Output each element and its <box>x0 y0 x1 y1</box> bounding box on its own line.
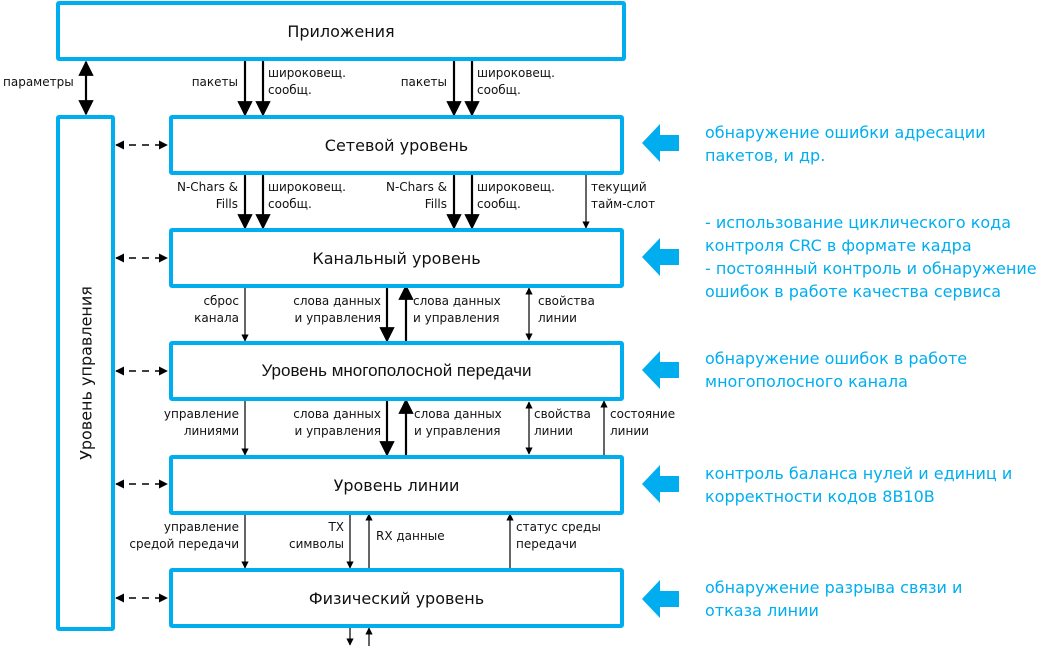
ln-rx-label: RX данные <box>376 529 445 543</box>
channel-label: Канальный уровень <box>312 248 481 268</box>
multilane-note: обнаружение ошибок в работе многополосно… <box>705 349 968 391</box>
net-nchars-label-2: N-Chars & Fills <box>385 180 447 211</box>
arrow-left-icon <box>642 124 679 162</box>
physical-label: Физический уровень <box>308 588 485 608</box>
arrow-left-icon <box>642 351 679 389</box>
ch-words-down-label: слова данных и управления <box>293 294 381 325</box>
multilane-box: Уровень многополосной передачи <box>169 341 624 401</box>
channel-box: Канальный уровень <box>169 228 624 288</box>
net-timeslot-label: текущий тайм-слот <box>591 180 656 211</box>
applications-label: Приложения <box>287 21 395 41</box>
applications-box: Приложения <box>56 1 626 61</box>
physical-box: Физический уровень <box>169 568 624 628</box>
physical-note: обнаружение разрыва связи и отказа линии <box>705 578 963 620</box>
network-box: Сетевой уровень <box>169 115 624 175</box>
app-broadcast-label-1: широковещ. сообщ. <box>268 66 346 97</box>
net-nchars-label-1: N-Chars & Fills <box>176 180 238 211</box>
multilane-label: Уровень многополосной передачи <box>261 361 532 380</box>
line-box: Уровень линии <box>169 455 624 515</box>
network-note: обнаружение ошибки адресации пакетов, и … <box>705 123 986 165</box>
channel-note: - использование циклического кода контро… <box>705 213 1037 301</box>
ln-tx-label: TX символы <box>288 520 344 551</box>
app-broadcast-label-2: широковещ. сообщ. <box>477 66 555 97</box>
ml-props-label: свойства линии <box>534 407 591 438</box>
net-broadcast-label-2: широковещ. сообщ. <box>477 180 555 211</box>
arrow-left-icon <box>642 580 679 618</box>
ml-state-label: состояние линии <box>610 407 676 438</box>
line-label: Уровень линии <box>333 475 460 495</box>
arrow-left-icon <box>642 238 679 276</box>
parameters-label: параметры <box>3 75 74 89</box>
arrow-left-icon <box>642 465 679 503</box>
ml-lane-ctrl-label: управление линиями <box>163 407 239 438</box>
ml-words-down-label: слова данных и управления <box>293 407 381 438</box>
management-box: Уровень управления <box>56 115 115 631</box>
ch-words-up-label: слова данных и управления <box>413 294 501 325</box>
ch-props-label: свойства линии <box>538 294 595 325</box>
app-packets-label-2: пакеты <box>400 75 447 89</box>
line-note: контроль баланса нулей и единиц и коррек… <box>705 464 1013 506</box>
net-broadcast-label-1: широковещ. сообщ. <box>268 180 346 211</box>
app-packets-label-1: пакеты <box>191 75 238 89</box>
network-label: Сетевой уровень <box>324 135 469 155</box>
ch-reset-label: сброс канала <box>194 294 239 325</box>
ml-words-up-label: слова данных и управления <box>414 407 502 438</box>
management-label: Уровень управления <box>76 286 95 460</box>
ln-medium-ctrl-label: управление средой передачи <box>129 520 239 551</box>
ln-medium-status-label: статус среды передачи <box>516 520 601 551</box>
